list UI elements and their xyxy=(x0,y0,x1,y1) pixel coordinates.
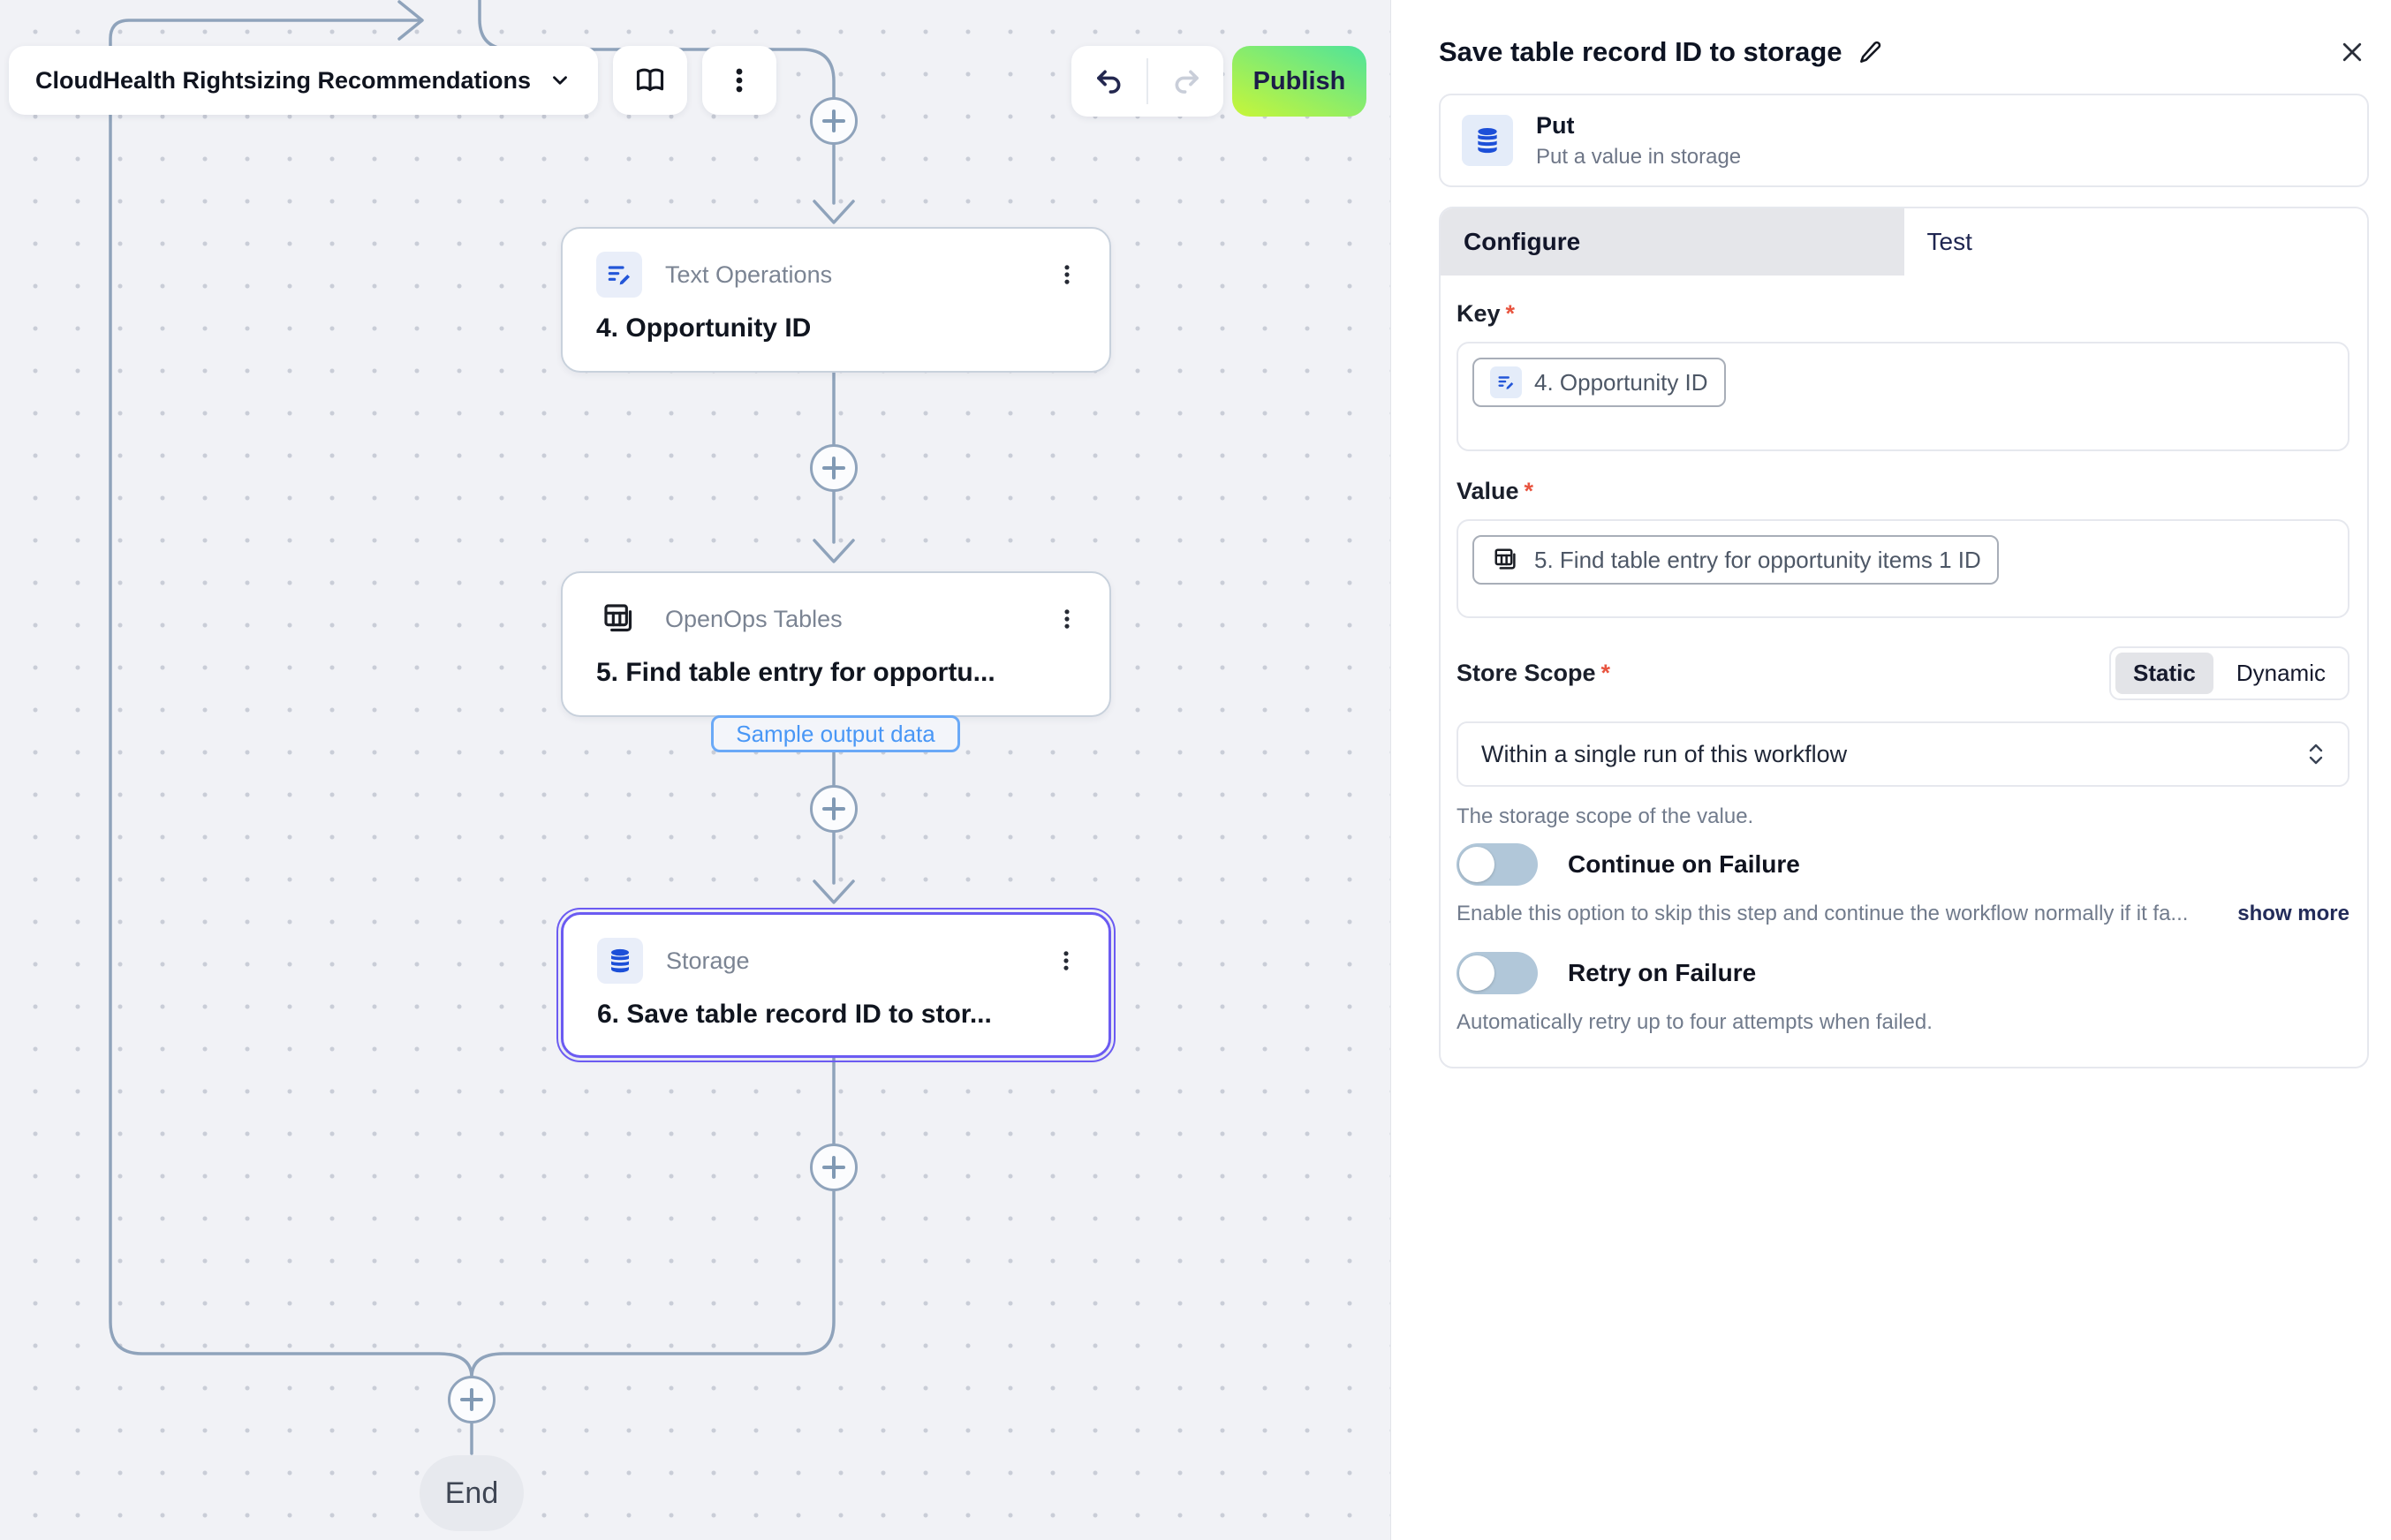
history-controls xyxy=(1071,46,1223,117)
node-app-label: Text Operations xyxy=(665,260,833,288)
book-icon xyxy=(634,64,666,96)
continue-on-failure-helper: Enable this option to skip this step and… xyxy=(1457,902,2189,926)
show-more-link[interactable]: show more xyxy=(2237,902,2349,926)
step-settings-panel: Save table record ID to storage Put xyxy=(1390,0,2391,1540)
retry-on-failure-label: Retry on Failure xyxy=(1568,958,1757,986)
pencil-icon xyxy=(1857,38,1885,66)
required-mark: * xyxy=(1505,300,1516,327)
key-field-label: Key* xyxy=(1457,300,1516,327)
required-mark: * xyxy=(1524,478,1534,504)
select-caret-icon xyxy=(2307,743,2325,766)
connector-lines xyxy=(109,0,855,1455)
workflow-canvas[interactable]: CloudHealth Rightsizing Recommendations xyxy=(0,0,1390,1540)
rename-step-button[interactable] xyxy=(1857,38,1885,66)
divider xyxy=(1146,58,1148,104)
node-title: 4. Opportunity ID xyxy=(596,313,812,343)
value-input[interactable]: 5. Find table entry for opportunity item… xyxy=(1457,519,2349,618)
redo-icon xyxy=(1171,66,1201,96)
value-token-chip[interactable]: 5. Find table entry for opportunity item… xyxy=(1472,535,1999,585)
toggle-knob xyxy=(1459,847,1494,883)
node-title: 6. Save table record ID to stor... xyxy=(597,1000,992,1029)
add-step-button[interactable] xyxy=(810,97,858,145)
action-name: Put xyxy=(1536,111,1575,139)
add-step-button[interactable] xyxy=(810,785,858,833)
value-field-label: Value* xyxy=(1457,478,1534,504)
sample-output-data-badge[interactable]: Sample output data xyxy=(711,715,960,752)
node-app-label: Storage xyxy=(666,947,750,974)
continue-on-failure-label: Continue on Failure xyxy=(1568,850,1800,879)
node-menu-button[interactable] xyxy=(1049,596,1085,642)
tables-icon xyxy=(1490,544,1522,576)
node-text-operations[interactable]: Text Operations 4. Opportunity ID xyxy=(561,227,1111,373)
key-token-label: 4. Opportunity ID xyxy=(1534,368,1708,396)
retry-on-failure-toggle[interactable] xyxy=(1457,951,1538,994)
undo-icon xyxy=(1094,66,1124,96)
add-step-button[interactable] xyxy=(448,1376,496,1423)
store-scope-label: Store Scope* xyxy=(1457,660,1611,686)
panel-tabs: Configure Test xyxy=(1441,208,2367,276)
node-menu-button[interactable] xyxy=(1049,252,1085,298)
node-app-label: OpenOps Tables xyxy=(665,605,843,632)
store-scope-value: Within a single run of this workflow xyxy=(1481,740,1848,767)
text-operations-icon xyxy=(596,252,642,298)
close-panel-button[interactable] xyxy=(2335,35,2369,69)
panel-title: Save table record ID to storage xyxy=(1439,36,1842,67)
action-description: Put a value in storage xyxy=(1536,144,1742,169)
kebab-menu-icon xyxy=(724,65,754,95)
static-option[interactable]: Static xyxy=(2115,653,2213,694)
storage-icon xyxy=(1462,115,1513,166)
publish-button[interactable]: Publish xyxy=(1232,46,1366,117)
add-step-button[interactable] xyxy=(810,444,858,492)
workflow-name: CloudHealth Rightsizing Recommendations xyxy=(35,66,532,94)
retry-on-failure-helper: Automatically retry up to four attempts … xyxy=(1457,1009,1933,1034)
text-operations-icon xyxy=(1490,366,1522,398)
undo-button[interactable] xyxy=(1071,46,1146,117)
workflow-selector[interactable]: CloudHealth Rightsizing Recommendations xyxy=(9,46,599,115)
key-token-chip[interactable]: 4. Opportunity ID xyxy=(1472,358,1726,407)
add-step-button[interactable] xyxy=(810,1144,858,1191)
chevron-down-icon xyxy=(549,69,571,92)
key-input[interactable]: 4. Opportunity ID xyxy=(1457,342,2349,451)
documentation-button[interactable] xyxy=(613,46,688,115)
node-title: 5. Find table entry for opportu... xyxy=(596,658,995,687)
tab-configure[interactable]: Configure xyxy=(1441,208,1904,276)
tables-icon xyxy=(596,596,642,642)
node-storage[interactable]: Storage 6. Save table record ID to stor.… xyxy=(556,908,1116,1062)
continue-on-failure-toggle[interactable] xyxy=(1457,843,1538,887)
canvas-toolbar: CloudHealth Rightsizing Recommendations xyxy=(9,46,777,115)
store-scope-mode-switch: Static Dynamic xyxy=(2109,646,2349,700)
value-token-label: 5. Find table entry for opportunity item… xyxy=(1534,546,1981,573)
end-node: End xyxy=(420,1455,524,1531)
storage-icon xyxy=(597,938,643,984)
configure-card: Configure Test Key* 4. Opportunity ID xyxy=(1439,207,2369,1069)
store-scope-helper: The storage scope of the value. xyxy=(1457,804,1754,828)
toggle-knob xyxy=(1459,955,1494,991)
close-icon xyxy=(2339,39,2365,65)
required-mark: * xyxy=(1600,660,1611,686)
store-scope-select[interactable]: Within a single run of this workflow xyxy=(1457,721,2349,787)
node-openops-tables[interactable]: OpenOps Tables 5. Find table entry for o… xyxy=(561,571,1111,717)
node-menu-button[interactable] xyxy=(1048,938,1084,984)
tab-test[interactable]: Test xyxy=(1903,208,2367,276)
redo-button[interactable] xyxy=(1148,46,1223,117)
dynamic-option[interactable]: Dynamic xyxy=(2236,660,2326,686)
canvas-menu-button[interactable] xyxy=(702,46,777,115)
action-summary-card: Put Put a value in storage xyxy=(1439,94,2369,187)
